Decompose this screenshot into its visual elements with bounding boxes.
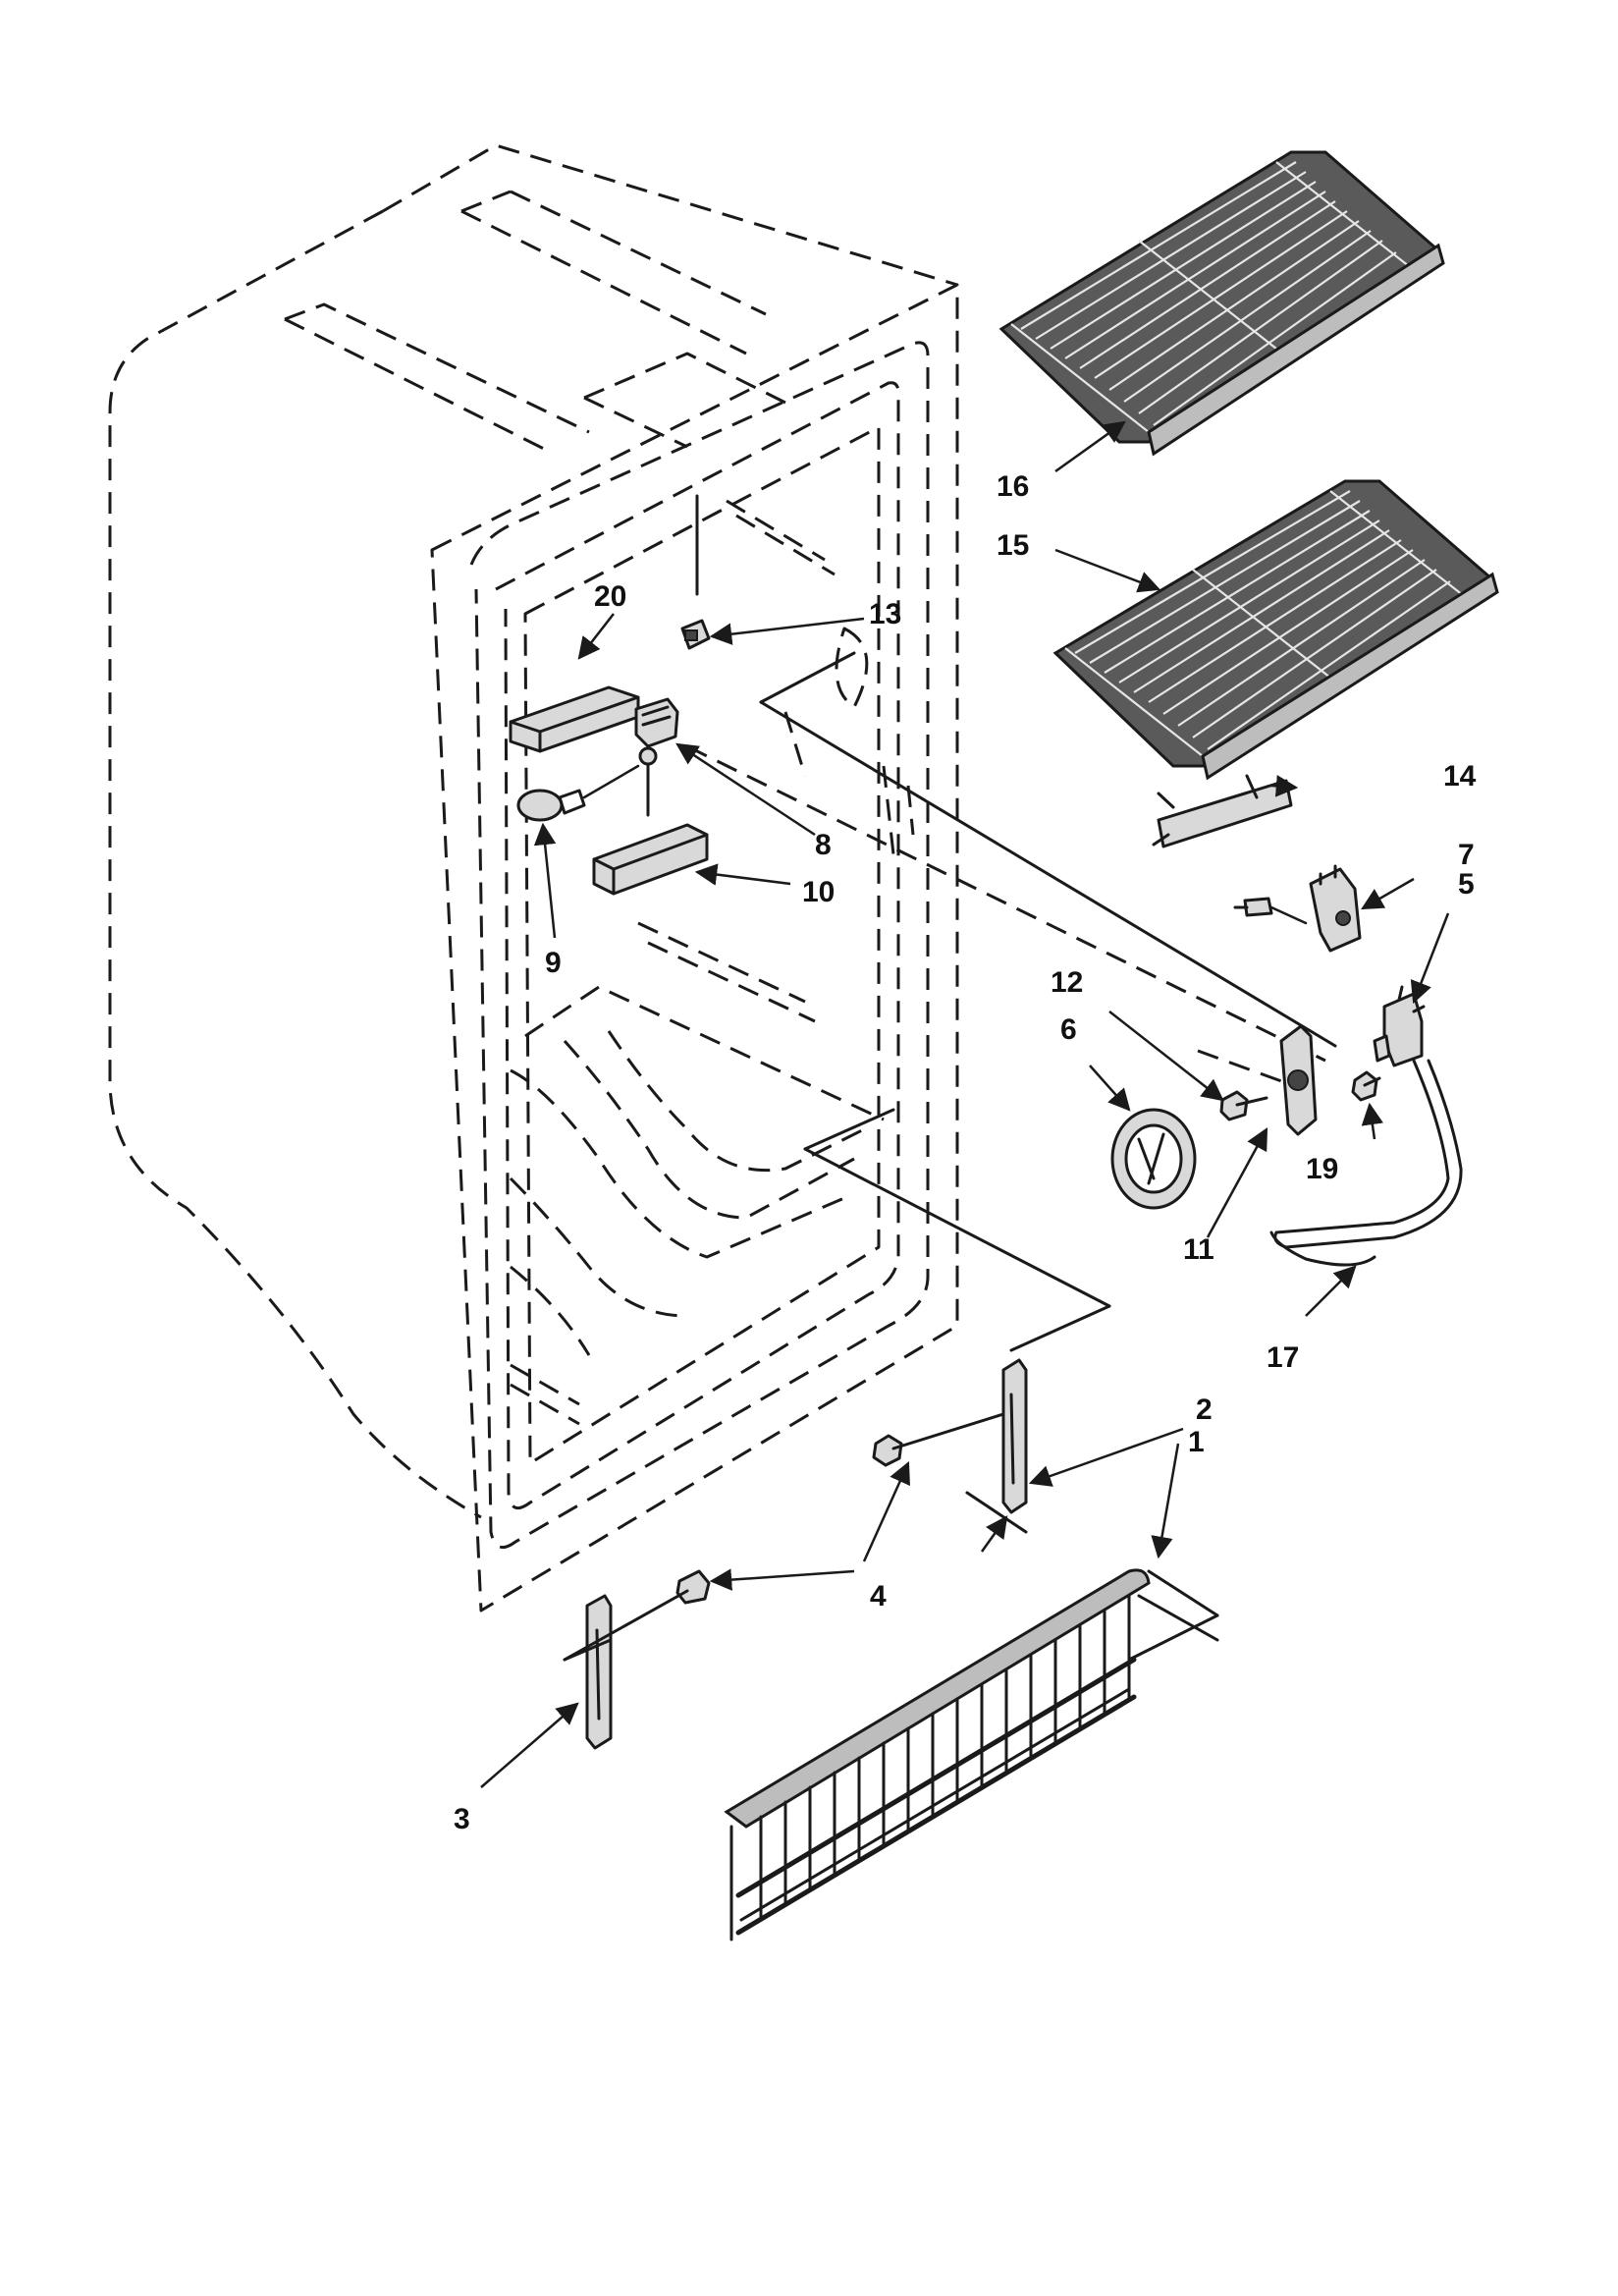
control-assembly: [1110, 1024, 1381, 1210]
callout-20: 20: [594, 580, 626, 613]
callout-19: 19: [1306, 1153, 1338, 1185]
callout-14: 14: [1443, 760, 1477, 793]
callout-12: 12: [1051, 966, 1083, 999]
callout-17: 17: [1267, 1341, 1299, 1374]
wiring-lines: [646, 494, 1337, 1662]
callout-labels: 1 2 3 4 5 6 7 8 9 10 11 12 13 14 15 16 1…: [454, 470, 1477, 1835]
callout-15: 15: [997, 529, 1029, 562]
callout-8: 8: [815, 829, 832, 861]
callout-3: 3: [454, 1803, 470, 1835]
wire-shelf-lower: [1052, 479, 1499, 781]
light-assembly: [509, 619, 711, 896]
shelf-bracket: [1152, 774, 1293, 848]
wire-shelf-upper: [998, 150, 1445, 457]
callout-5: 5: [1458, 868, 1475, 901]
callout-leaders: [480, 420, 1450, 1788]
basket-wires: [759, 1594, 1131, 1922]
callout-4: 4: [870, 1580, 887, 1613]
callout-11: 11: [1183, 1233, 1214, 1266]
cabinet-outline: [108, 143, 1326, 1613]
callout-6: 6: [1060, 1013, 1077, 1046]
callout-1: 1: [1188, 1426, 1205, 1458]
basket-supports: [563, 1358, 1028, 1750]
thermostat-control: [1233, 864, 1362, 953]
wire-basket: [724, 1568, 1219, 1941]
power-cord-assembly: [1269, 985, 1463, 1267]
callout-2: 2: [1196, 1394, 1213, 1426]
callout-13: 13: [869, 598, 901, 630]
callout-10: 10: [802, 876, 835, 908]
callout-16: 16: [997, 470, 1029, 503]
callout-7: 7: [1458, 839, 1475, 871]
callout-9: 9: [545, 947, 562, 979]
